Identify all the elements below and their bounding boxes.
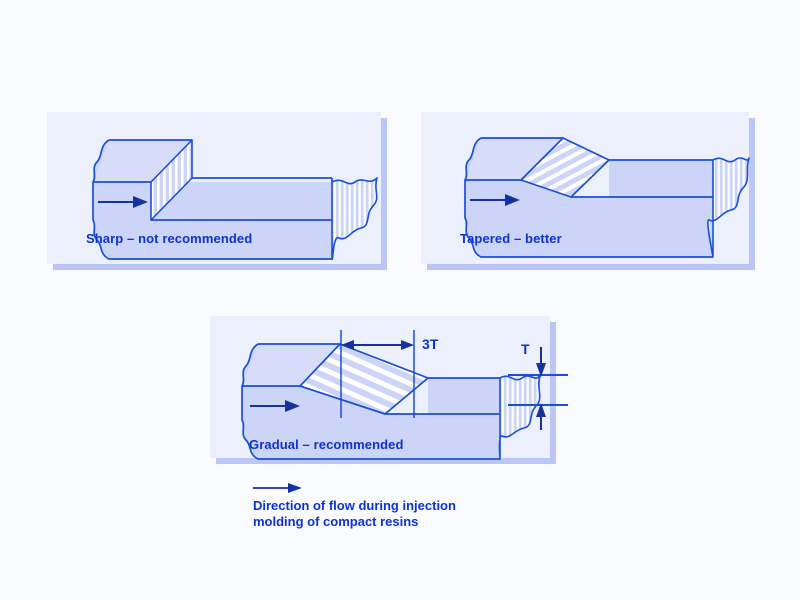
- legend-flow-arrow: [253, 483, 302, 493]
- caption-gradual: Gradual – recommended: [249, 437, 404, 452]
- legend-line-1: Direction of flow during injection: [253, 498, 456, 513]
- tapered-part-drawing: [464, 137, 750, 258]
- caption-tapered: Tapered – better: [460, 231, 562, 246]
- panel-sharp: [47, 112, 381, 264]
- dimension-label-3t: 3T: [422, 336, 439, 352]
- flow-arrow-right: [250, 400, 300, 412]
- sharp-part-drawing: [92, 139, 378, 260]
- flow-arrow-right: [470, 194, 520, 206]
- gradual-part-drawing: [241, 343, 541, 460]
- legend-line-2: molding of compact resins: [253, 514, 419, 529]
- caption-sharp: Sharp – not recommended: [86, 231, 253, 246]
- panel-tapered: [421, 112, 750, 264]
- flow-arrow-right: [98, 196, 148, 208]
- panel-gradual: [210, 316, 550, 460]
- dimension-label-t: T: [521, 341, 530, 357]
